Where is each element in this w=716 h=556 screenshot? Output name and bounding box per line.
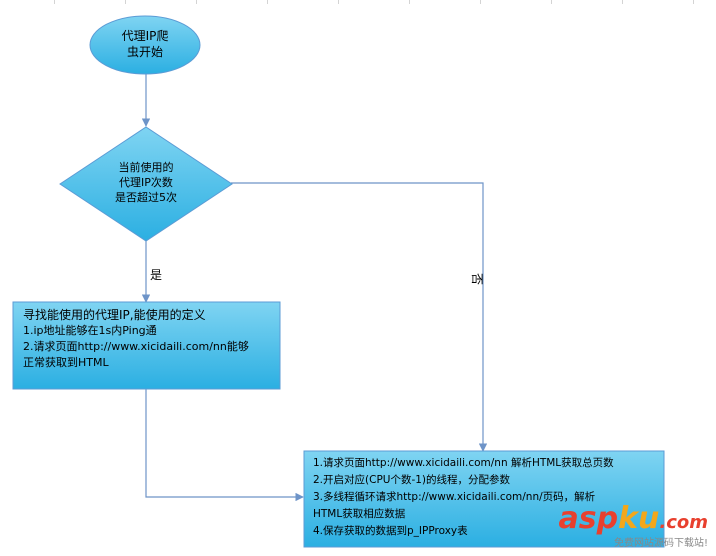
sheet-gridline: [196, 0, 197, 4]
watermark-asp: asp: [558, 501, 619, 536]
decision-line-3: 是否超过5次: [115, 191, 177, 204]
sheet-gridline: [551, 0, 552, 4]
sheet-gridline: [409, 0, 410, 4]
find-proxy-box: [12, 301, 281, 390]
find-proxy-text: 寻找能使用的代理IP,能使用的定义 1.ip地址能够在1s内Ping通 2.请求…: [23, 307, 278, 371]
start-node-label: 代理IP爬 虫开始: [100, 28, 190, 60]
watermark-ku: ku: [618, 501, 660, 536]
sheet-gridline: [125, 0, 126, 4]
crawl-line-4: HTML获取相应数据: [313, 508, 406, 520]
crawl-process-text: 1.请求页面http://www.xicidaili.com/nn 解析HTML…: [313, 455, 663, 540]
start-node: [89, 15, 201, 75]
crawl-line-5: 4.保存获取的数据到p_IPProxy表: [313, 525, 468, 537]
crawl-line-2: 2.开启对应(CPU个数-1)的线程，分配参数: [313, 474, 511, 486]
sheet-gridline: [54, 0, 55, 4]
edge-box-to-process: [145, 389, 304, 502]
yes-label: 是: [150, 268, 163, 282]
crawl-line-3: 3.多线程循环请求http://www.xicidaili.com/nn/页码，…: [313, 491, 596, 503]
start-line-1: 代理IP爬: [121, 29, 169, 43]
crawl-line-1: 1.请求页面http://www.xicidaili.com/nn 解析HTML…: [313, 457, 614, 469]
watermark-tagline: 免费网站源码下载站!: [613, 538, 708, 549]
watermark-logo: aspku.com: [558, 504, 708, 538]
sheet-gridline: [480, 0, 481, 4]
find-proxy-line-2: 1.ip地址能够在1s内Ping通: [23, 324, 157, 337]
find-proxy-line-1: 寻找能使用的代理IP,能使用的定义: [23, 308, 206, 322]
sheet-gridline: [693, 0, 694, 4]
decision-node: [59, 126, 233, 242]
crawl-process-box: [303, 450, 665, 548]
find-proxy-line-4: 正常获取到HTML: [23, 356, 109, 369]
sheet-gridline: [622, 0, 623, 4]
decision-line-1: 当前使用的: [118, 161, 174, 174]
watermark-com: .com: [659, 512, 708, 533]
sheet-gridline: [338, 0, 339, 4]
aspku-watermark: aspku.com 免费网站源码下载站!: [558, 504, 708, 550]
no-label: 否: [470, 273, 484, 286]
sheet-gridline: [267, 0, 268, 4]
decision-line-2: 代理IP次数: [119, 176, 173, 189]
find-proxy-line-3: 2.请求页面http://www.xicidaili.com/nn能够: [23, 340, 249, 353]
edge-no: [231, 182, 488, 452]
decision-node-label: 当前使用的 代理IP次数 是否超过5次: [96, 160, 196, 205]
start-line-2: 虫开始: [126, 45, 163, 59]
